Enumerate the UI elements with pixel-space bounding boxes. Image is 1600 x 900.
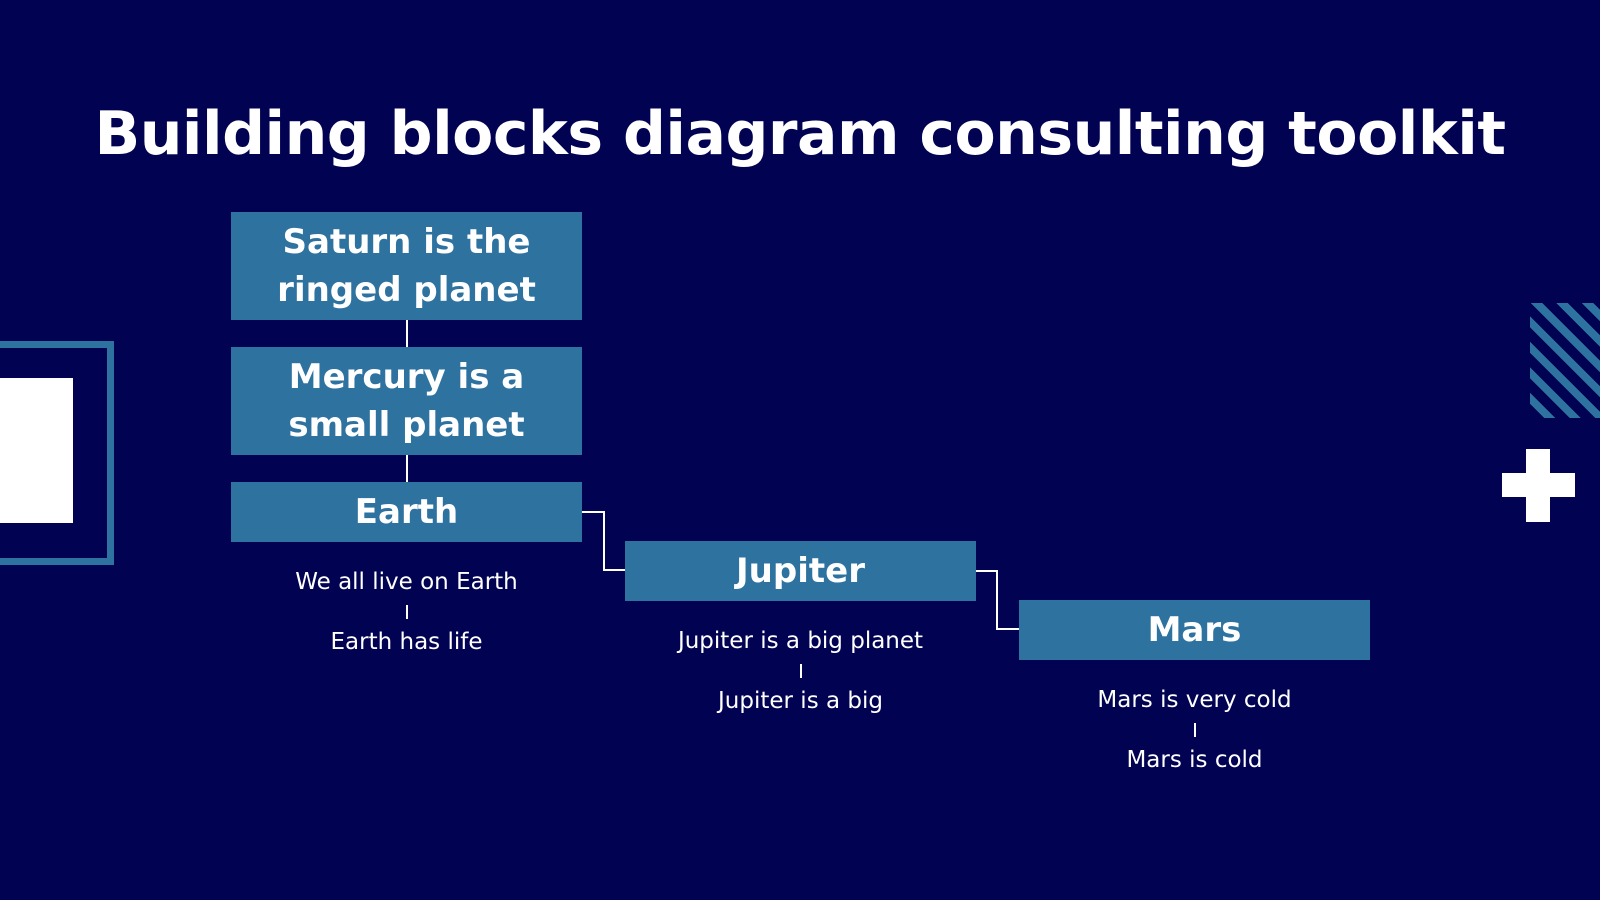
connector-jupiter-mars-v <box>996 570 998 630</box>
caption-bottom: Mars is cold <box>1126 747 1263 773</box>
connector-jupiter-mars-h2 <box>996 628 1019 630</box>
mars-caption: Mars is very cold Mars is cold <box>1019 685 1370 775</box>
jupiter-caption: Jupiter is a big planet Jupiter is a big <box>625 626 976 716</box>
connector-mercury-earth <box>406 455 408 482</box>
connector-earth-jupiter-h2 <box>603 569 625 571</box>
block-mercury: Mercury is a small planet <box>231 347 582 455</box>
caption-top: Mars is very cold <box>1097 687 1292 713</box>
decorative-white-rect <box>0 378 73 523</box>
caption-separator <box>405 605 408 619</box>
caption-top: Jupiter is a big planet <box>677 628 924 654</box>
decorative-frame <box>0 341 114 565</box>
caption-separator <box>799 664 802 678</box>
earth-caption: We all live on Earth Earth has life <box>231 567 582 657</box>
caption-top: We all live on Earth <box>295 569 518 595</box>
connector-saturn-mercury <box>406 320 408 347</box>
block-mars: Mars <box>1019 600 1370 660</box>
block-saturn: Saturn is the ringed planet <box>231 212 582 320</box>
block-jupiter: Jupiter <box>625 541 976 601</box>
connector-jupiter-mars <box>975 570 997 572</box>
slide-title: Building blocks diagram consulting toolk… <box>94 99 1506 169</box>
block-earth: Earth <box>231 482 582 542</box>
connector-earth-jupiter <box>581 511 604 513</box>
caption-bottom: Earth has life <box>330 629 483 655</box>
caption-separator <box>1193 723 1196 737</box>
caption-bottom: Jupiter is a big <box>718 688 883 714</box>
connector-earth-jupiter-v <box>603 511 605 571</box>
decorative-stripes <box>1530 303 1600 418</box>
